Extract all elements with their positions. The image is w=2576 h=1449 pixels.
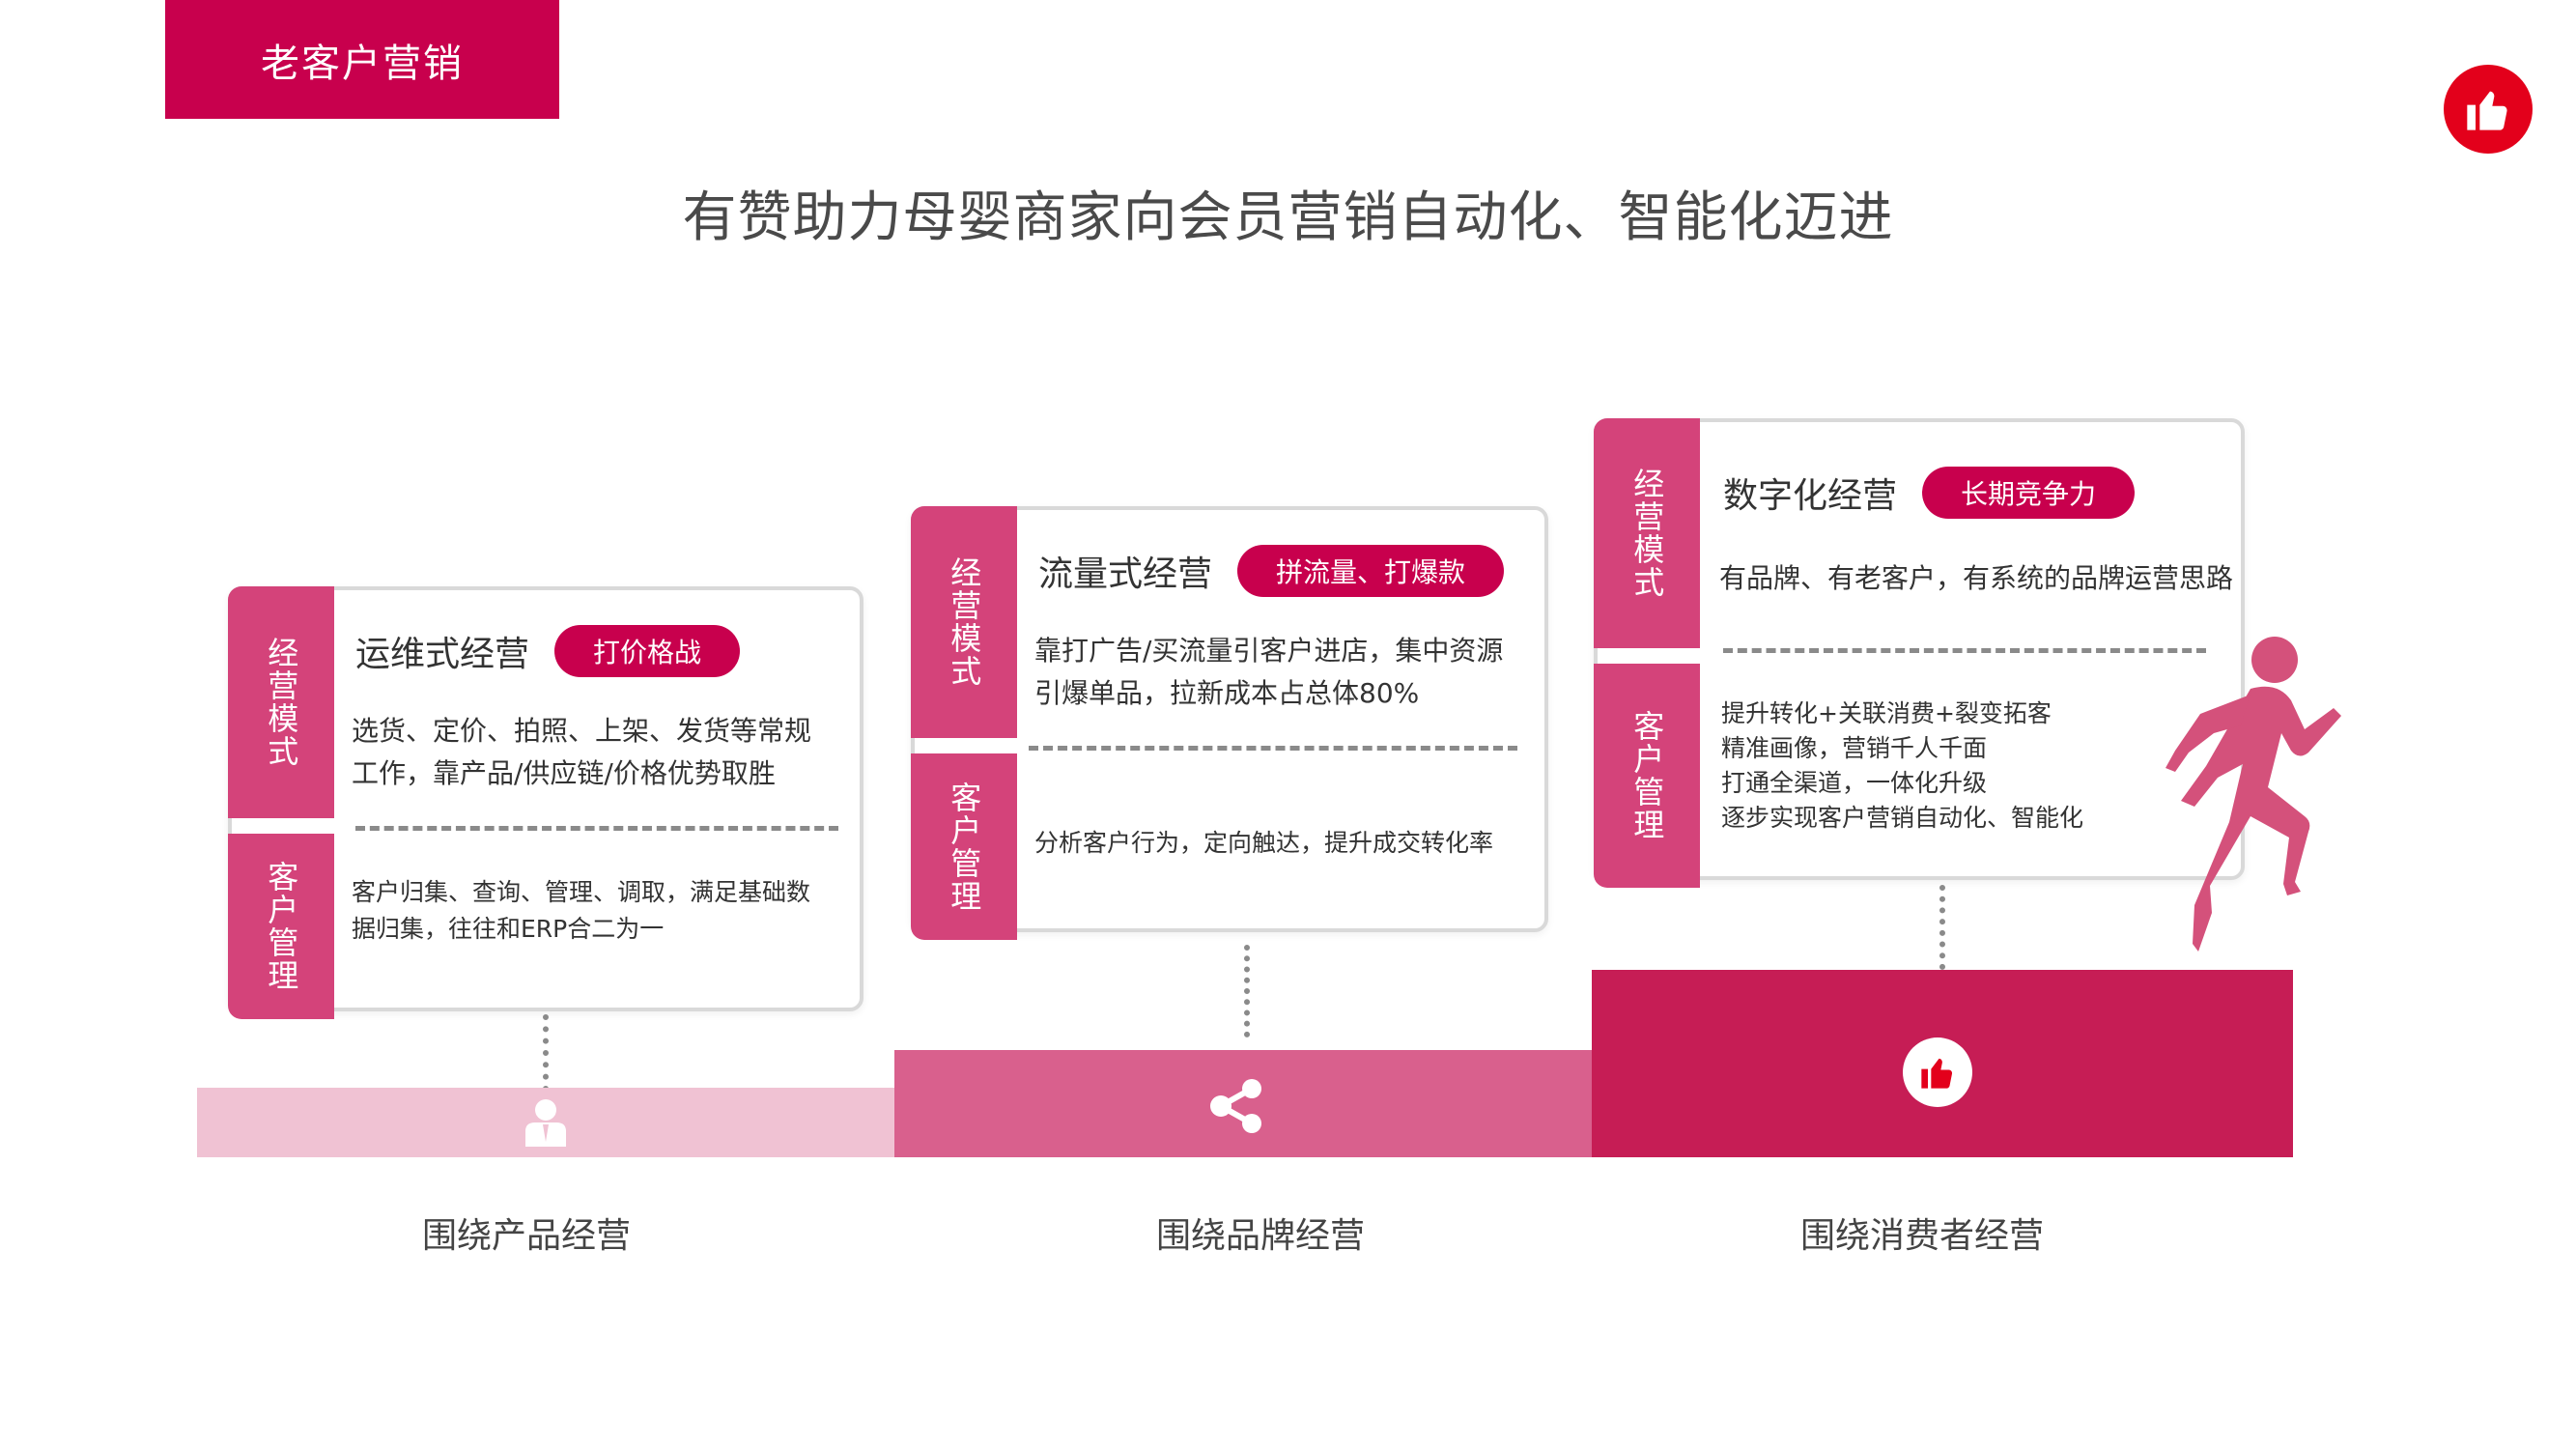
stage-card-2: 经营模式 客户管理 流量式经营 拼流量、打爆款 靠打广告/买流量引客户进店，集中…	[911, 506, 1548, 940]
user-icon	[522, 1095, 570, 1150]
customer-side-label: 客户管理	[228, 834, 334, 1019]
thumbs-up-logo-icon	[2444, 65, 2533, 154]
model-desc: 靠打广告/买流量引客户进店，集中资源 引爆单品，拉新成本占总体80%	[1034, 635, 1504, 709]
model-badge: 拼流量、打爆款	[1237, 545, 1505, 597]
mode-side-label: 经营模式	[911, 506, 1017, 738]
divider	[355, 826, 838, 831]
customer-desc: 分析客户行为，定向触达，提升成交转化率	[1034, 829, 1494, 857]
customer-desc: 提升转化+关联消费+裂变拓客 精准画像，营销千人千面 打通全渠道，一体化升级 逐…	[1721, 699, 2084, 832]
model-desc: 有品牌、有老客户，有系统的品牌运营思路	[1719, 562, 2234, 594]
model-name: 数字化经营	[1723, 476, 1898, 516]
mode-side-label: 经营模式	[1594, 418, 1700, 648]
model-badge: 长期竞争力	[1922, 467, 2136, 519]
mode-side-label: 经营模式	[228, 586, 334, 818]
model-badge: 打价格战	[554, 625, 741, 677]
section-tag: 老客户营销	[165, 0, 559, 119]
divider	[1029, 746, 1517, 751]
connector-line-3	[1939, 885, 1945, 970]
page-title: 有赞助力母婴商家向会员营销自动化、智能化迈进	[682, 186, 1894, 249]
share-icon	[1205, 1074, 1269, 1138]
stage-caption-3: 围绕消费者经营	[1799, 1216, 2044, 1256]
model-name: 运维式经营	[355, 635, 530, 674]
model-name: 流量式经营	[1038, 554, 1213, 594]
stage-caption-1: 围绕产品经营	[421, 1216, 631, 1256]
customer-desc: 客户归集、查询、管理、调取，满足基础数 据归集，往往和ERP合二为一	[352, 878, 811, 943]
stage-card-1: 经营模式 客户管理 运维式经营 打价格战 选货、定价、拍照、上架、发货等常规 工…	[228, 586, 863, 1019]
divider	[1723, 648, 2206, 653]
runner-silhouette	[2106, 633, 2347, 961]
stage-caption-2: 围绕品牌经营	[1155, 1216, 1365, 1256]
stage-band-2	[894, 1050, 1592, 1157]
customer-side-label: 客户管理	[1594, 664, 1700, 888]
customer-side-label: 客户管理	[911, 753, 1017, 940]
thumbs-up-icon	[1903, 1037, 1972, 1107]
connector-line-2	[1244, 945, 1250, 1037]
stage-card-3: 经营模式 客户管理 数字化经营 长期竞争力 有品牌、有老客户，有系统的品牌运营思…	[1594, 418, 2245, 888]
connector-line-1	[543, 1014, 549, 1092]
model-desc: 选货、定价、拍照、上架、发货等常规 工作，靠产品/供应链/价格优势取胜	[352, 715, 812, 789]
